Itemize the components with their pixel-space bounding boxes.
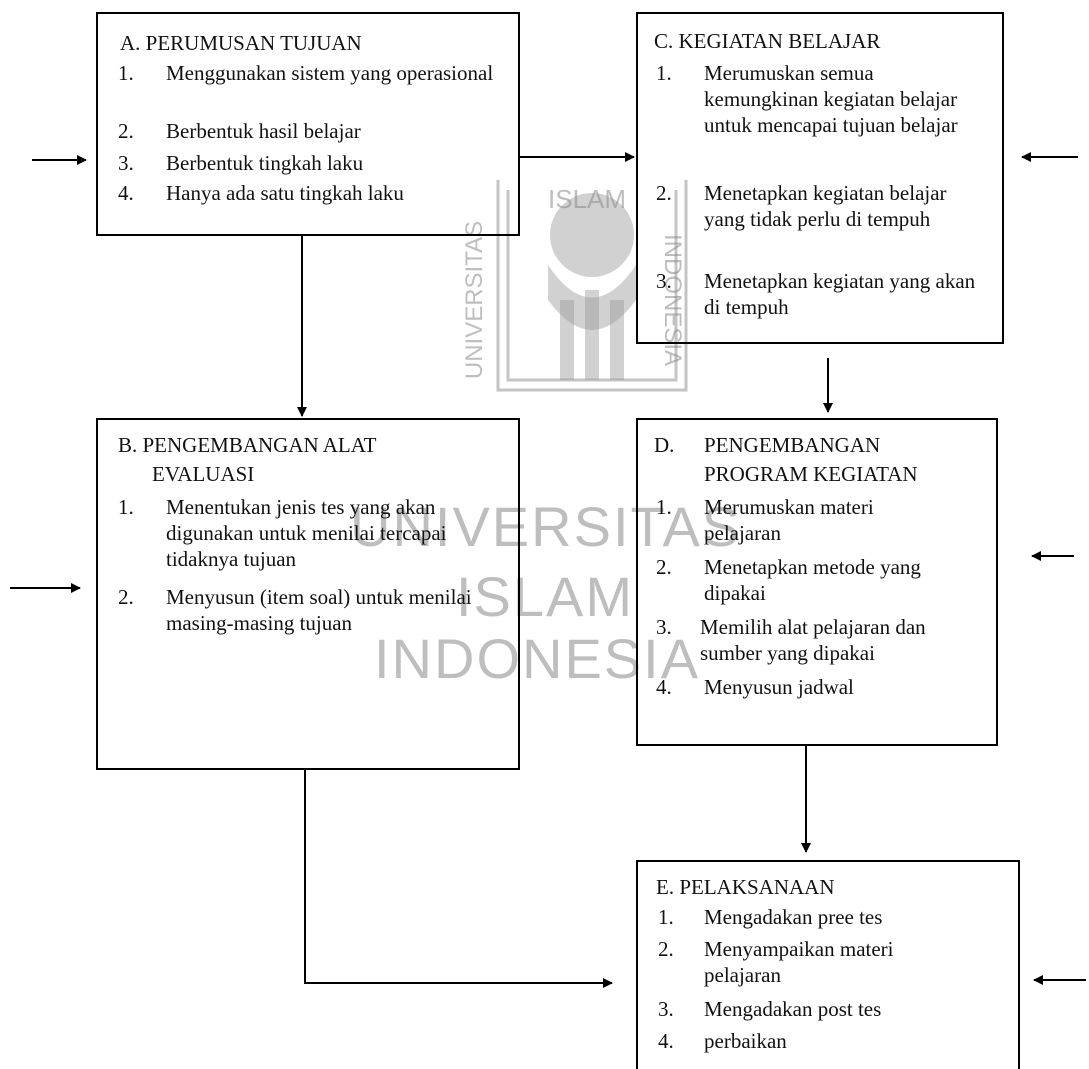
- box-a-item: 2. Berbentuk hasil belajar: [118, 118, 498, 144]
- box-a-title: A. PERUMUSAN TUJUAN: [120, 31, 362, 55]
- box-pelaksanaan: [636, 860, 1020, 1069]
- box-a-item-text: Berbentuk hasil belajar: [166, 119, 361, 143]
- box-e-item-text: Mengadakan post tes: [704, 997, 882, 1021]
- box-b-title-line2: EVALUASI: [152, 462, 255, 486]
- box-d-item: 2. Menetapkan metode yang dipakai: [656, 554, 986, 608]
- box-d-item: 3. Memilih alat pelajaran dan sumber yan…: [656, 614, 986, 668]
- box-d-item: 4. Menyusun jadwal: [656, 674, 986, 700]
- box-e-title: E. PELAKSANAAN: [656, 875, 835, 899]
- box-pengembangan-program-kegiatan: [636, 418, 998, 746]
- box-d-item-text: Menetapkan metode yang dipakai: [704, 555, 921, 605]
- box-c-item: 3. Menetapkan kegiatan yang akan di temp…: [656, 268, 992, 322]
- box-e-item: 1. Mengadakan pree tes: [658, 904, 998, 930]
- box-e-item: 4. perbaikan: [658, 1028, 998, 1054]
- box-e-item: 3. Mengadakan post tes: [658, 996, 998, 1022]
- box-c-item-num: 3.: [656, 269, 672, 293]
- watermark-line2: ISLAM: [456, 565, 635, 628]
- box-e-item-text: Mengadakan pree tes: [704, 905, 883, 929]
- watermark-seal-top: ISLAM: [548, 184, 627, 214]
- arrow-b-to-e: [304, 770, 613, 988]
- box-d-item-num: 4.: [656, 675, 672, 699]
- box-a-item-text: Hanya ada satu tingkah laku: [166, 181, 404, 205]
- box-a-item: 1. Menggunakan sistem yang operasional: [118, 60, 498, 112]
- box-d-item-num: 2.: [656, 555, 672, 579]
- box-c-item: 1. Merumuskan semua kemungkinan kegiatan…: [656, 60, 992, 170]
- box-d-title-line1: PENGEMBANGAN: [704, 433, 881, 457]
- box-e-item-text: Menyampaikan materi pelajaran: [704, 937, 894, 987]
- box-a-item-num: 4.: [118, 181, 134, 205]
- box-d-title-line2: PROGRAM KEGIATAN: [704, 462, 918, 486]
- box-e-item: 2. Menyampaikan materi pelajaran: [658, 936, 998, 990]
- box-c-item-text: Merumuskan semua kemungkinan kegiatan be…: [704, 61, 958, 137]
- box-e-item-num: 2.: [658, 937, 674, 961]
- box-c-title: C. KEGIATAN BELAJAR: [654, 29, 881, 53]
- box-b-item: 2. Menyusun (item soal) untuk menilai ma…: [118, 584, 508, 638]
- box-a-item-text: Menggunakan sistem yang operasional: [166, 61, 494, 85]
- box-b-item-text: Menyusun (item soal) untuk menilai masin…: [166, 585, 472, 635]
- box-pengembangan-alat-evaluasi: [96, 418, 520, 770]
- box-b-item-num: 1.: [118, 495, 134, 519]
- box-a-item-text: Berbentuk tingkah laku: [166, 151, 364, 175]
- watermark-line3: INDONESIA: [374, 627, 701, 690]
- box-e-item-num: 4.: [658, 1029, 674, 1053]
- box-e-item-num: 3.: [658, 997, 674, 1021]
- box-d-item: 1. Merumuskan materi pelajaran: [656, 494, 986, 548]
- box-c-item-text: Menetapkan kegiatan yang akan di tempuh: [704, 269, 976, 319]
- box-d-item-text: Memilih alat pelajaran dan sumber yang d…: [700, 615, 926, 665]
- box-a-item-num: 2.: [118, 119, 134, 143]
- box-e-item-num: 1.: [658, 905, 674, 929]
- box-c-item-num: 1.: [656, 61, 672, 85]
- box-a-item-num: 1.: [118, 61, 134, 85]
- box-b-title-line1: B. PENGEMBANGAN ALAT: [118, 433, 377, 457]
- box-d-item-num: 1.: [656, 495, 672, 519]
- box-d-item-num: 3.: [656, 615, 672, 639]
- box-a-item: 3. Berbentuk tingkah laku: [118, 150, 498, 176]
- box-e-item-text: perbaikan: [704, 1029, 787, 1053]
- box-d-item-text: Merumuskan materi pelajaran: [704, 495, 874, 545]
- box-kegiatan-belajar: [636, 12, 1004, 344]
- box-c-item-num: 2.: [656, 181, 672, 205]
- box-a-item-num: 3.: [118, 151, 134, 175]
- box-b-item: 1. Menentukan jenis tes yang akan diguna…: [118, 494, 508, 578]
- watermark-line1: UNIVERSITAS: [350, 495, 742, 558]
- box-b-item-num: 2.: [118, 585, 134, 609]
- box-b-item-text: Menentukan jenis tes yang akan digunakan…: [166, 495, 447, 571]
- box-d-title-prefix: D.: [654, 433, 675, 457]
- box-perumusan-tujuan: [96, 12, 520, 236]
- box-c-item-text: Menetapkan kegiatan belajar yang tidak p…: [704, 181, 947, 231]
- box-a-item: 4. Hanya ada satu tingkah laku: [118, 180, 498, 206]
- box-d-item-text: Menyusun jadwal: [704, 675, 854, 699]
- box-c-item: 2. Menetapkan kegiatan belajar yang tida…: [656, 180, 992, 260]
